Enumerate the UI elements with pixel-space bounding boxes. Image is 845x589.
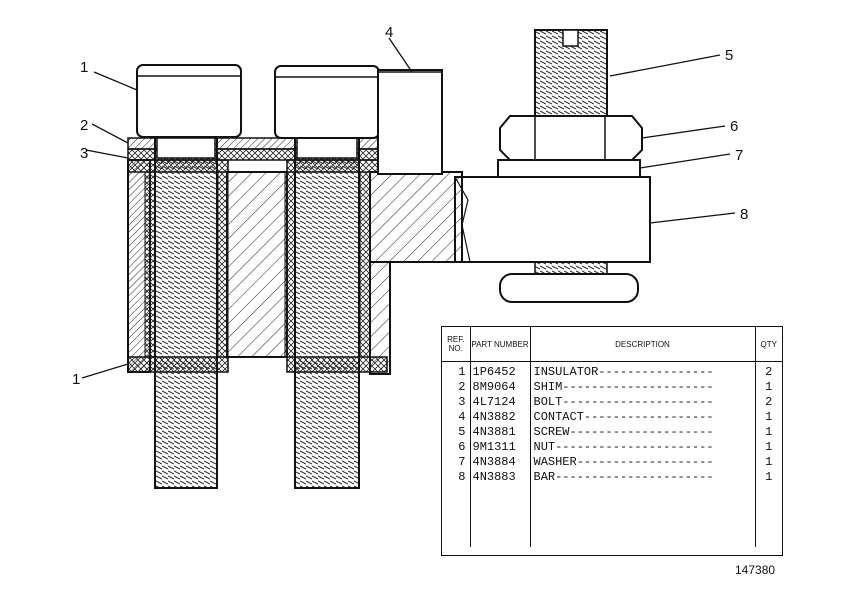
- description-cell: SHIM---------------------: [530, 380, 756, 395]
- part-number-cell: 9M1311: [470, 440, 531, 455]
- description-cell: INSULATOR----------------: [530, 361, 756, 380]
- description-cell: WASHER-------------------: [530, 455, 756, 470]
- ref-cell: 8: [442, 470, 471, 485]
- contact: [377, 69, 443, 175]
- drawing-number: 147380: [735, 563, 776, 577]
- washer: [497, 159, 641, 178]
- callout-labels: 1 2 3 4 5 6 7 8 1: [72, 24, 748, 388]
- table-row: 4 4N3882 CONTACT------------------ 1: [442, 410, 782, 425]
- table-row: 5 4N3881 SCREW-------------------- 1: [442, 425, 782, 440]
- table-row: 6 9M1311 NUT---------------------- 1: [442, 440, 782, 455]
- description-cell: BAR----------------------: [530, 470, 756, 485]
- qty-cell: 1: [765, 440, 773, 454]
- table-row: 3 4L7124 BOLT--------------------- 2: [442, 395, 782, 410]
- parts-list-table: REF. NO. PART NUMBER DESCRIPTION QTY 1 1…: [441, 326, 783, 556]
- table-header-row: REF. NO. PART NUMBER DESCRIPTION QTY: [442, 327, 782, 362]
- part-number-cell: 4N3884: [470, 455, 531, 470]
- header-ref-no: REF. NO.: [442, 327, 471, 362]
- ref-cell: 3: [442, 395, 471, 410]
- part-number-cell: 4N3881: [470, 425, 531, 440]
- part-number-cell: 4N3883: [470, 470, 531, 485]
- qty-cell: 1: [765, 410, 773, 424]
- ref-cell: 1: [442, 361, 471, 380]
- contact-block: [226, 171, 463, 375]
- qty-cell: 1: [765, 470, 773, 484]
- description-cell: NUT----------------------: [530, 440, 756, 455]
- table-row: 2 8M9064 SHIM--------------------- 1: [442, 380, 782, 395]
- leader-lines: [81, 37, 736, 379]
- qty-cell: 1: [765, 455, 773, 469]
- part-number-cell: 1P6452: [470, 361, 531, 380]
- qty-cell: 1: [765, 425, 773, 439]
- table-row: 1 1P6452 INSULATOR---------------- 2: [442, 361, 782, 380]
- table-row: 7 4N3884 WASHER------------------- 1: [442, 455, 782, 470]
- bar: [454, 176, 651, 263]
- part-number-cell: 8M9064: [470, 380, 531, 395]
- description-cell: CONTACT------------------: [530, 410, 756, 425]
- callout-label: 2: [80, 117, 88, 134]
- qty-cell: 1: [765, 380, 773, 394]
- nut: [499, 115, 643, 161]
- callout-label: 6: [730, 118, 738, 135]
- ref-cell: 5: [442, 425, 471, 440]
- description-cell: SCREW--------------------: [530, 425, 756, 440]
- part-number-cell: 4L7124: [470, 395, 531, 410]
- callout-label: 8: [740, 206, 748, 223]
- bolt-left: [136, 64, 242, 489]
- description-cell: BOLT---------------------: [530, 395, 756, 410]
- callout-label: 4: [385, 24, 393, 41]
- header-qty: QTY: [755, 327, 782, 362]
- callout-label: 5: [725, 47, 733, 64]
- table-blank-row: [442, 485, 782, 547]
- callout-label: 3: [80, 145, 88, 162]
- bolt-right: [274, 65, 380, 489]
- callout-label: 1: [72, 371, 80, 388]
- header-description: DESCRIPTION: [530, 327, 756, 362]
- qty-cell: 2: [765, 365, 773, 379]
- qty-cell: 2: [765, 395, 773, 409]
- header-part-number: PART NUMBER: [470, 327, 531, 362]
- part-number-cell: 4N3882: [470, 410, 531, 425]
- ref-cell: 2: [442, 380, 471, 395]
- callout-label: 7: [735, 147, 743, 164]
- ref-cell: 6: [442, 440, 471, 455]
- ref-cell: 4: [442, 410, 471, 425]
- callout-label: 1: [80, 59, 88, 76]
- ref-cell: 7: [442, 455, 471, 470]
- table-row: 8 4N3883 BAR---------------------- 1: [442, 470, 782, 485]
